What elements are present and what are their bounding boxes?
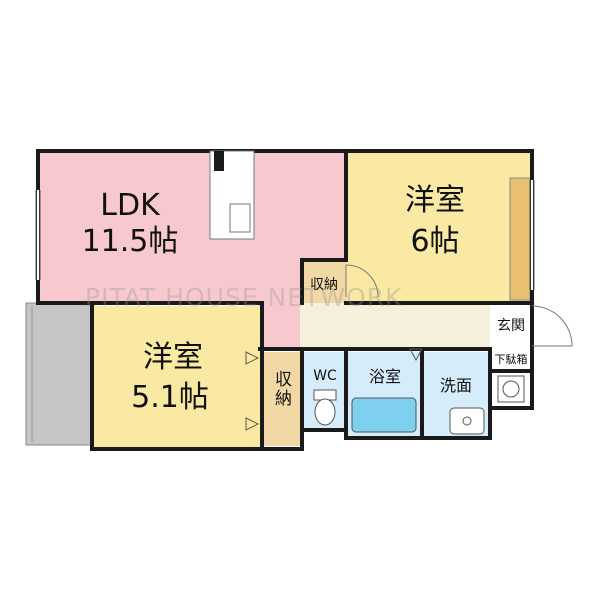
small-storage-area <box>302 260 346 303</box>
western-room-5-area <box>92 306 260 449</box>
washer <box>497 375 525 403</box>
door-marker <box>409 348 423 362</box>
kitchen-sink <box>229 203 251 233</box>
ldk-label: LDK <box>100 188 160 223</box>
small-storage-label: 収納 <box>310 277 338 293</box>
washroom-label: 洗面 <box>439 376 472 395</box>
balcony <box>25 302 95 446</box>
range-hood <box>214 151 224 171</box>
door-marker <box>245 417 260 431</box>
wash-basin <box>449 407 485 435</box>
door-marker <box>245 351 260 365</box>
ldk-lower-area <box>258 303 304 349</box>
entrance-area <box>490 303 532 371</box>
ldk-size-label: 11.5帖 <box>81 224 179 259</box>
ldk-area <box>38 151 346 303</box>
bathtub <box>351 397 417 433</box>
western-room-5-label: 洋室 <box>143 340 203 375</box>
storage-door-swing <box>345 264 379 298</box>
entrance-door-swing <box>531 305 573 347</box>
western-room-6-area <box>346 151 532 303</box>
western-room-6-size-label: 6帖 <box>410 224 460 259</box>
windows <box>37 180 533 290</box>
western-room-6-label: 洋室 <box>405 183 465 218</box>
western-room-5-size-label: 5.1帖 <box>131 380 209 415</box>
wc-label: WC <box>313 368 337 384</box>
entrance-label: 玄関 <box>497 318 525 334</box>
western-room-6-closet <box>509 177 531 301</box>
tall-storage-label: 収納 <box>271 370 291 408</box>
shoe-box-label: 下駄箱 <box>494 353 528 366</box>
watermark: PITAT HOUSE NETWORK <box>85 283 403 312</box>
hallway <box>300 303 490 349</box>
tall-storage-area <box>262 352 300 446</box>
toilet-bowl <box>314 398 336 426</box>
bathroom-label: 浴室 <box>368 367 401 386</box>
